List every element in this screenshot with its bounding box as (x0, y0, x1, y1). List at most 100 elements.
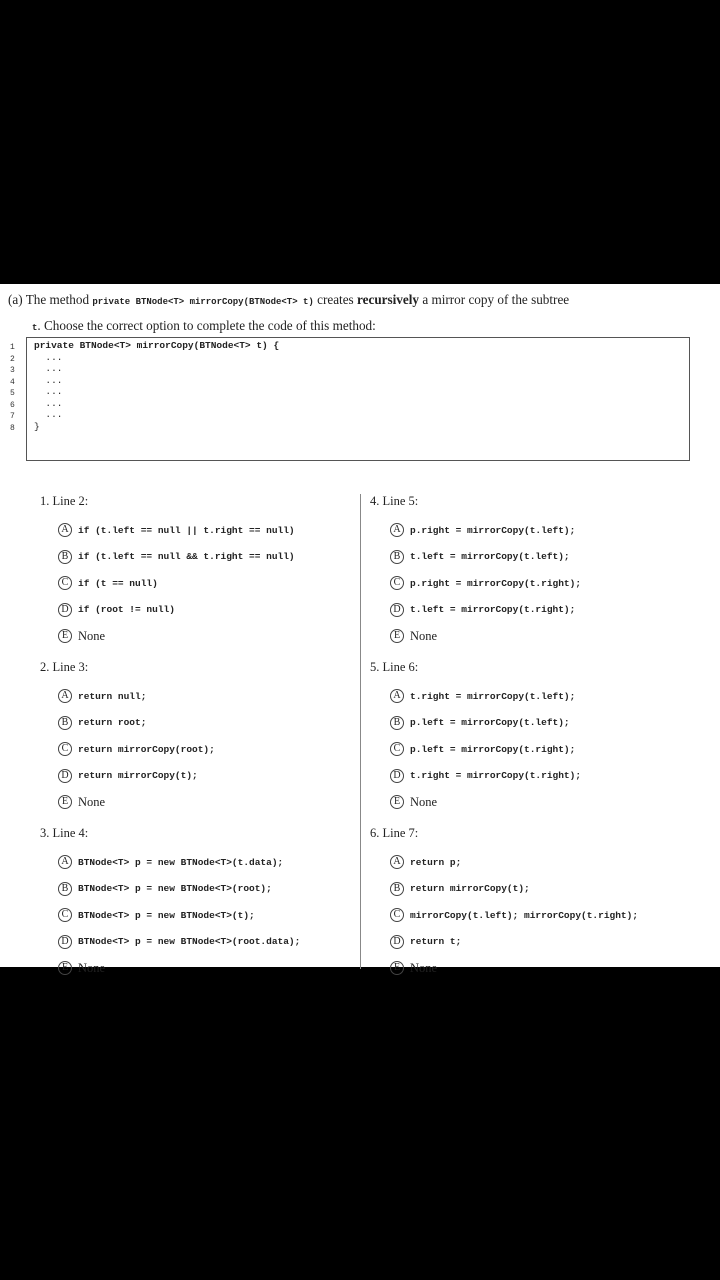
code-line: ... (34, 409, 63, 420)
option-letter-circle[interactable]: E (390, 795, 404, 809)
option-letter-circle[interactable]: D (390, 934, 404, 949)
document-page: (a) The method private BTNode<T> mirrorC… (0, 284, 720, 975)
param-name: t (32, 323, 38, 333)
option-letter-circle[interactable]: E (58, 629, 72, 643)
option-text: p.left = mirrorCopy(t.right); (410, 743, 576, 755)
option-text: BTNode<T> p = new BTNode<T>(t.data); (78, 856, 284, 868)
question-title: 5. Line 6: (370, 660, 419, 674)
option-letter-circle[interactable]: E (390, 629, 404, 643)
intro-line-2: t. Choose the correct option to complete… (8, 314, 708, 340)
option-letter-circle[interactable]: E (58, 795, 72, 809)
option-text: None (410, 794, 438, 809)
option-letter-circle[interactable]: C (390, 742, 404, 756)
code-line: ... (34, 374, 63, 386)
code-line: ... (34, 351, 63, 363)
option-letter-circle[interactable]: C (58, 908, 72, 922)
option-letter-circle[interactable]: B (390, 881, 404, 896)
option-letter-circle[interactable]: C (58, 742, 72, 756)
option-letter-circle[interactable]: D (58, 602, 72, 617)
intro-text: creates (313, 292, 357, 307)
intro-line-1: (a) The method private BTNode<T> mirrorC… (8, 288, 708, 314)
option-letter-circle[interactable]: D (58, 934, 72, 949)
line-number: 6 (10, 400, 15, 410)
option-letter-circle[interactable]: B (390, 715, 404, 730)
option-letter-circle[interactable]: A (390, 689, 404, 703)
option-letter-circle[interactable]: B (58, 549, 72, 564)
answer-option[interactable]: E None (390, 792, 437, 812)
answer-option[interactable]: B BTNode<T> p = new BTNode<T>(root); (58, 879, 272, 899)
option-text: t.left = mirrorCopy(t.left); (410, 551, 570, 562)
option-letter-circle[interactable]: D (58, 768, 72, 783)
option-letter-circle[interactable]: B (390, 549, 404, 564)
answer-option[interactable]: E None (58, 792, 105, 812)
question-title: 6. Line 7: (370, 826, 419, 840)
option-text: t.right = mirrorCopy(t.right); (410, 770, 582, 781)
answer-option[interactable]: E None (58, 958, 105, 978)
answer-option[interactable]: E None (58, 626, 105, 646)
option-letter-circle[interactable]: A (390, 855, 404, 869)
question-title: 1. Line 2: (40, 494, 89, 508)
code-box: private BTNode<T> mirrorCopy(BTNode<T> t… (26, 337, 690, 461)
line-number: 1 (10, 343, 15, 352)
option-letter-circle[interactable]: D (390, 768, 404, 783)
option-text: p.right = mirrorCopy(t.right); (410, 577, 582, 589)
option-text: None (78, 628, 106, 643)
option-letter-circle[interactable]: A (58, 523, 72, 537)
option-text: BTNode<T> p = new BTNode<T>(root); (78, 883, 272, 894)
option-text: return p; (410, 856, 462, 868)
option-letter-circle[interactable]: E (390, 961, 404, 975)
option-text: return null; (78, 690, 147, 702)
question-title: 2. Line 3: (40, 660, 89, 674)
option-text: None (78, 794, 106, 809)
option-letter-circle[interactable]: B (58, 881, 72, 896)
option-letter-circle[interactable]: D (390, 602, 404, 617)
option-letter-circle[interactable]: A (58, 855, 72, 869)
column-divider (360, 494, 361, 969)
option-letter-circle[interactable]: E (58, 961, 72, 975)
code-line: ... (34, 386, 63, 397)
question-intro: (a) The method private BTNode<T> mirrorC… (8, 288, 708, 340)
answer-option[interactable]: A BTNode<T> p = new BTNode<T>(t.data); (58, 852, 283, 872)
code-line: } (34, 420, 40, 432)
line-number: 3 (10, 366, 15, 375)
code-line: private BTNode<T> mirrorCopy(BTNode<T> t… (34, 340, 280, 351)
code-line: ... (34, 397, 63, 409)
intro-text: a mirror copy of the subtree (419, 292, 570, 307)
option-text: BTNode<T> p = new BTNode<T>(t); (78, 909, 255, 921)
option-letter-circle[interactable]: A (390, 523, 404, 537)
option-text: return root; (78, 717, 147, 728)
intro-text: (a) The method (8, 292, 93, 307)
option-letter-circle[interactable]: B (58, 715, 72, 730)
option-text: p.right = mirrorCopy(t.left); (410, 524, 576, 536)
option-letter-circle[interactable]: C (390, 576, 404, 590)
option-letter-circle[interactable]: C (390, 908, 404, 922)
intro-text: . Choose the correct option to complete … (37, 318, 376, 333)
option-letter-circle[interactable]: A (58, 689, 72, 703)
option-text: None (78, 960, 106, 975)
option-letter-circle[interactable]: C (58, 576, 72, 590)
answer-option[interactable]: C BTNode<T> p = new BTNode<T>(t); (58, 905, 255, 925)
